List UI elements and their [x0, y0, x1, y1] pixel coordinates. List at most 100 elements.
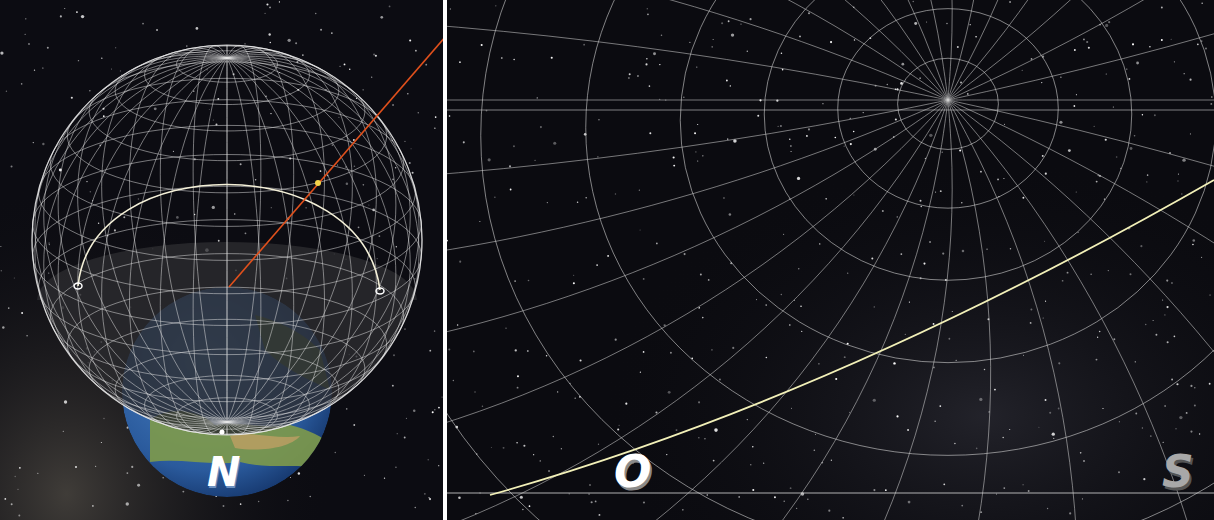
night-sky	[0, 0, 443, 520]
star	[815, 434, 816, 435]
star	[474, 391, 475, 392]
star	[574, 397, 575, 398]
star	[162, 477, 164, 479]
star	[781, 294, 783, 296]
star	[942, 252, 944, 254]
star	[683, 96, 685, 98]
star	[1164, 314, 1165, 315]
star	[131, 466, 133, 468]
star	[494, 197, 495, 198]
star	[1097, 337, 1098, 338]
star	[26, 335, 28, 337]
star	[1118, 471, 1120, 473]
star	[1042, 155, 1044, 157]
star	[905, 334, 906, 335]
star	[1041, 82, 1042, 83]
star	[103, 115, 105, 117]
star	[1166, 280, 1168, 282]
star	[1060, 76, 1061, 77]
star	[1132, 43, 1134, 45]
star	[364, 475, 365, 476]
grid-line	[447, 0, 948, 100]
star	[1045, 399, 1047, 401]
star	[711, 46, 713, 48]
star	[926, 21, 927, 22]
star	[801, 331, 802, 332]
grid-line	[227, 47, 294, 423]
star	[853, 194, 854, 195]
grid-line	[160, 47, 227, 423]
star	[831, 460, 832, 461]
star	[935, 191, 936, 192]
star	[808, 12, 810, 14]
star	[362, 89, 363, 90]
star	[730, 85, 731, 86]
star	[934, 420, 936, 422]
star	[338, 117, 339, 118]
grid-line	[447, 100, 948, 520]
grid-line	[948, 0, 1214, 100]
star	[404, 328, 406, 330]
star	[818, 363, 819, 364]
star	[752, 489, 754, 491]
star	[340, 66, 341, 67]
star	[807, 498, 809, 500]
star	[1116, 156, 1118, 158]
star	[182, 491, 184, 493]
star	[874, 306, 875, 307]
star	[1102, 408, 1103, 409]
star	[946, 23, 947, 24]
grid-line	[35, 58, 227, 422]
star	[1189, 79, 1191, 81]
grid-line	[193, 58, 227, 435]
star	[60, 15, 62, 17]
star	[1161, 39, 1163, 41]
star	[719, 379, 721, 381]
star	[643, 501, 645, 503]
star	[1068, 149, 1071, 152]
star	[434, 409, 435, 410]
star	[589, 484, 591, 486]
grid-line	[770, 0, 991, 100]
star	[1108, 21, 1110, 23]
star	[527, 350, 529, 352]
star	[373, 53, 375, 55]
star	[727, 138, 729, 140]
star	[1134, 135, 1136, 137]
star	[843, 145, 844, 146]
star	[1177, 180, 1178, 181]
star	[961, 505, 963, 507]
star	[513, 145, 515, 147]
star	[1052, 433, 1055, 436]
star	[337, 164, 338, 165]
star	[540, 460, 541, 461]
star	[789, 139, 791, 141]
star	[378, 235, 380, 237]
grid-line	[447, 100, 948, 375]
star	[409, 162, 411, 164]
grid-line	[35, 58, 227, 422]
star	[354, 166, 356, 168]
grid-line	[227, 50, 352, 422]
grid-line	[447, 0, 1214, 520]
star	[711, 349, 713, 351]
star	[404, 437, 406, 439]
star	[976, 448, 978, 450]
star	[212, 206, 215, 209]
star	[551, 57, 553, 59]
star	[695, 151, 696, 152]
grid-line	[948, 0, 1214, 100]
star	[1201, 3, 1202, 4]
star	[19, 467, 21, 469]
star	[1210, 294, 1211, 295]
star	[309, 496, 310, 497]
star	[800, 305, 802, 307]
star	[553, 142, 556, 145]
grid-line	[586, 0, 1214, 455]
star	[1197, 43, 1199, 45]
grid-line	[948, 100, 1214, 385]
star	[425, 64, 427, 66]
star	[790, 487, 792, 489]
star	[1161, 7, 1163, 9]
